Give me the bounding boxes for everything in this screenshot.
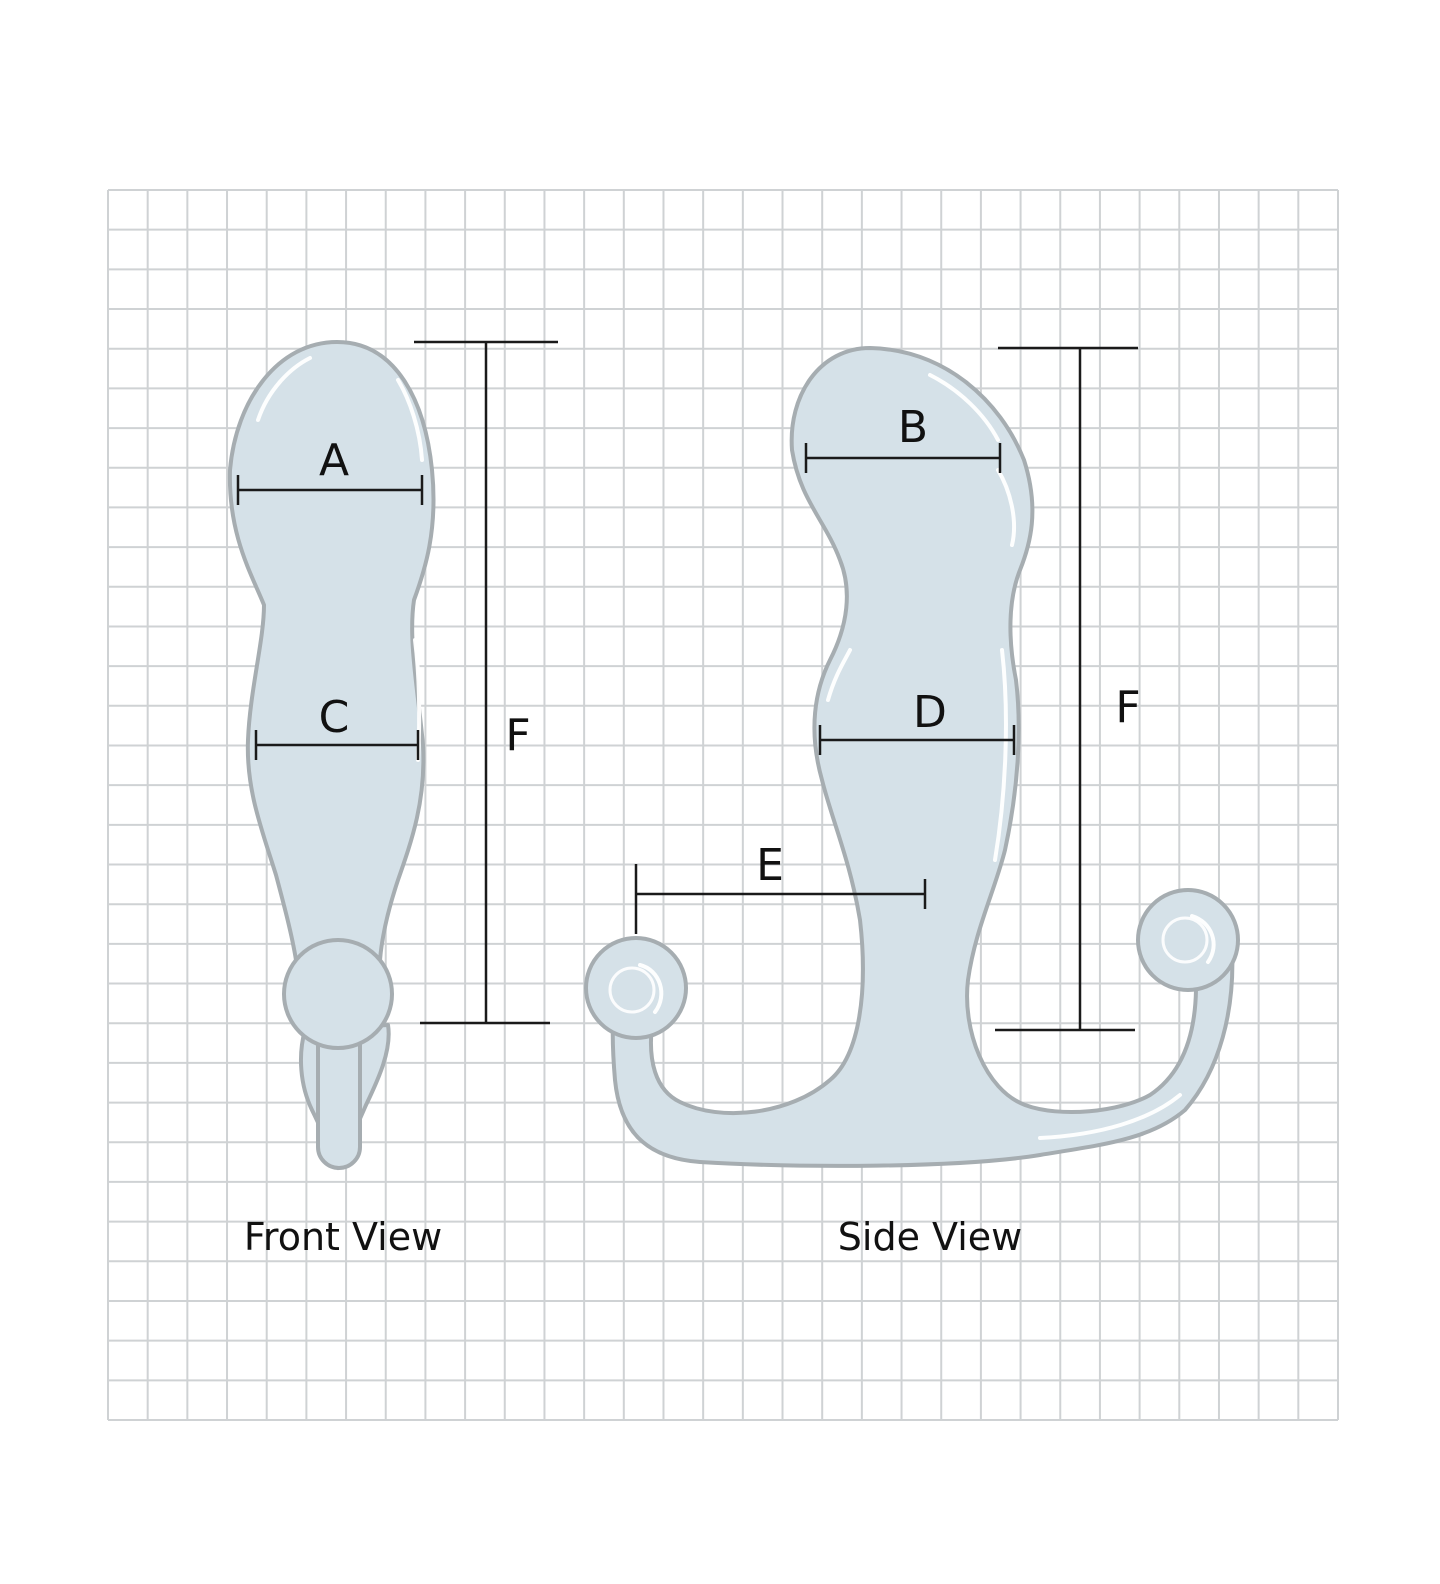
dimension-d-label: D xyxy=(913,687,947,738)
front-view-figure xyxy=(227,340,436,1170)
side-right-ball-shape xyxy=(1136,888,1240,992)
side-highlight-top xyxy=(928,373,1000,442)
side-right-ball-ring xyxy=(1161,916,1209,964)
side-highlight-right xyxy=(996,468,1017,547)
side-left-ball-ring xyxy=(608,966,656,1014)
dimension-f-side-label: F xyxy=(1115,682,1140,733)
dimension-labels: A C F B D E F xyxy=(319,402,1141,891)
front-ball-shape xyxy=(282,938,394,1050)
measurement-lines xyxy=(236,340,1138,1032)
dimension-a-label: A xyxy=(319,435,349,486)
view-labels: Front View Side View xyxy=(244,1215,1022,1259)
side-highlight-middle xyxy=(993,648,1008,862)
side-left-ball-highlight xyxy=(638,963,664,1014)
front-view-label: Front View xyxy=(244,1215,442,1259)
side-view-figure xyxy=(584,346,1240,1168)
side-view-label: Side View xyxy=(838,1215,1022,1259)
dimension-f-front-label: F xyxy=(505,710,530,761)
side-highlight-left xyxy=(826,648,852,702)
side-right-ball-highlight xyxy=(1190,914,1216,964)
side-body-shape xyxy=(610,346,1235,1168)
dimension-e-label: E xyxy=(756,840,784,891)
front-highlight-right xyxy=(396,378,424,462)
dimension-b-label: B xyxy=(898,402,928,453)
side-highlight-bottom xyxy=(1038,1093,1182,1140)
dimension-c-label: C xyxy=(319,692,350,743)
side-left-ball-shape xyxy=(584,936,688,1040)
front-highlight xyxy=(256,356,312,422)
